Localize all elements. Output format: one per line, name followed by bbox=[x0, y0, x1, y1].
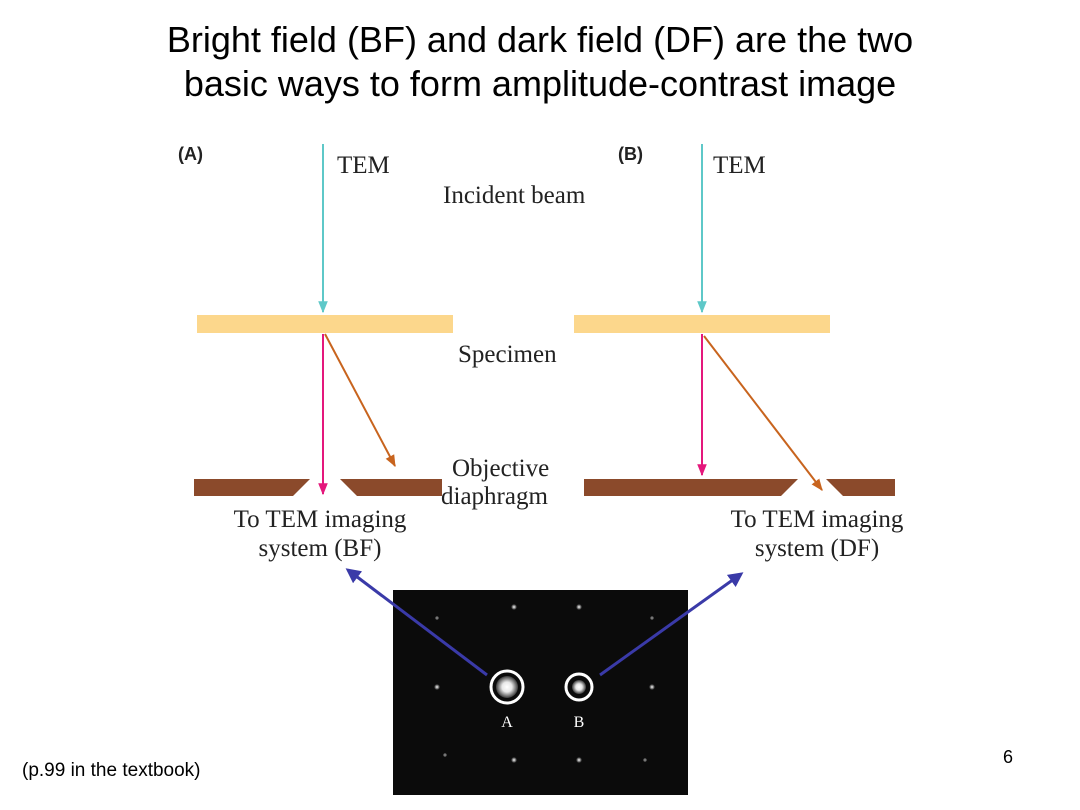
objective-diaphragm-b-right bbox=[826, 479, 895, 496]
tem-label-a: TEM bbox=[337, 152, 390, 179]
footnote: (p.99 in the textbook) bbox=[22, 760, 201, 781]
bf-label-line-2: system (BF) bbox=[259, 535, 382, 562]
specimen-b bbox=[574, 315, 830, 333]
diffraction-spot bbox=[511, 757, 517, 763]
diffraction-spot bbox=[435, 616, 439, 620]
diffraction-pattern-image: A B bbox=[393, 590, 688, 795]
panel-b-label: (B) bbox=[618, 144, 643, 164]
df-label-line-2: system (DF) bbox=[755, 535, 879, 562]
spot-a-label: A bbox=[501, 714, 513, 731]
title-line-1: Bright field (BF) and dark field (DF) ar… bbox=[166, 19, 914, 60]
diffraction-spot bbox=[576, 604, 582, 610]
spot-b-ring bbox=[564, 672, 594, 702]
diffraction-spot bbox=[443, 753, 447, 757]
objective-diaphragm-a-left bbox=[194, 479, 310, 496]
diffraction-spot bbox=[576, 757, 582, 763]
spot-b-label: B bbox=[574, 714, 585, 731]
incident-beam-label: Incident beam bbox=[443, 182, 586, 209]
spot-a-ring bbox=[489, 669, 525, 705]
page-number: 6 bbox=[1003, 747, 1014, 767]
specimen-label: Specimen bbox=[458, 341, 557, 368]
slide-title: Bright field (BF) and dark field (DF) ar… bbox=[40, 18, 1040, 106]
title-line-2: basic ways to form amplitude-contrast im… bbox=[183, 63, 897, 104]
bf-label-line-1: To TEM imaging bbox=[234, 506, 407, 533]
tem-label-b: TEM bbox=[713, 152, 766, 179]
pointer-arrow-bf bbox=[345, 568, 488, 677]
pointer-arrow-df bbox=[599, 572, 744, 677]
df-label-line-1: To TEM imaging bbox=[731, 506, 904, 533]
diffraction-spot bbox=[649, 684, 655, 690]
objective-diaphragm-b-left bbox=[584, 479, 798, 496]
objective-label-line-2: diaphragm bbox=[441, 483, 548, 510]
spot-a bbox=[496, 676, 518, 698]
diffraction-spot bbox=[511, 604, 517, 610]
diffraction-spot bbox=[434, 684, 440, 690]
panel-a-label: (A) bbox=[178, 144, 203, 164]
spot-b bbox=[572, 680, 586, 694]
objective-label-line-1: Objective bbox=[452, 455, 549, 482]
objective-diaphragm-a-right bbox=[340, 479, 442, 496]
diffraction-spot bbox=[643, 758, 647, 762]
diffraction-spot bbox=[650, 616, 654, 620]
diffracted-beam-arrow-a bbox=[324, 333, 396, 468]
diffracted-beam-arrow-b bbox=[703, 335, 823, 491]
diffraction-pattern-graphic: A B bbox=[434, 604, 655, 763]
specimen-a bbox=[197, 315, 453, 333]
